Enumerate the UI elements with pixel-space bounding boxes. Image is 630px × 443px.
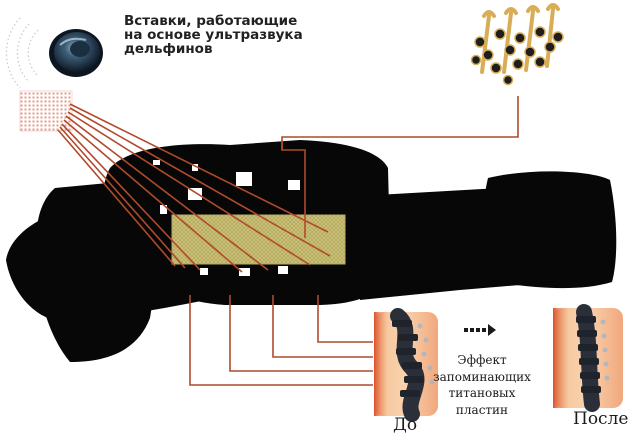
ultrasound-insert-line-3: дельфинов (124, 41, 213, 58)
after-label: После (573, 409, 629, 429)
ultrasound-pattern-swatch (19, 90, 73, 132)
before-label: До (393, 415, 418, 435)
titanium-memory-line-2: запоминающих (433, 369, 531, 384)
titanium-memory-line-1: Эффект (457, 353, 507, 367)
titanium-memory-label: Эффект запоминающих титановых пластин (432, 352, 532, 418)
leader-lines (57, 96, 519, 386)
titanium-memory-line-4: пластин (455, 402, 509, 417)
ultrasound-insert-label: Вставки, работающие на основе ультразвук… (124, 14, 324, 57)
spine-before-illustration (374, 308, 438, 422)
ultrasound-waves (5, 17, 39, 89)
gold-mesh-insert (171, 214, 346, 265)
dolphin-ultrasound-disc-icon (49, 29, 103, 77)
titanium-magnet-plates-icon (470, 3, 564, 86)
titanium-memory-line-3: титановых (448, 386, 516, 400)
direction-arrow-icon (464, 324, 496, 336)
belt-slots (153, 160, 300, 276)
spine-after-illustration (553, 304, 623, 412)
ultrasound-insert-line-2: на основе ультразвука (124, 27, 303, 44)
ultrasound-insert-line-1: Вставки, работающие (124, 13, 298, 29)
